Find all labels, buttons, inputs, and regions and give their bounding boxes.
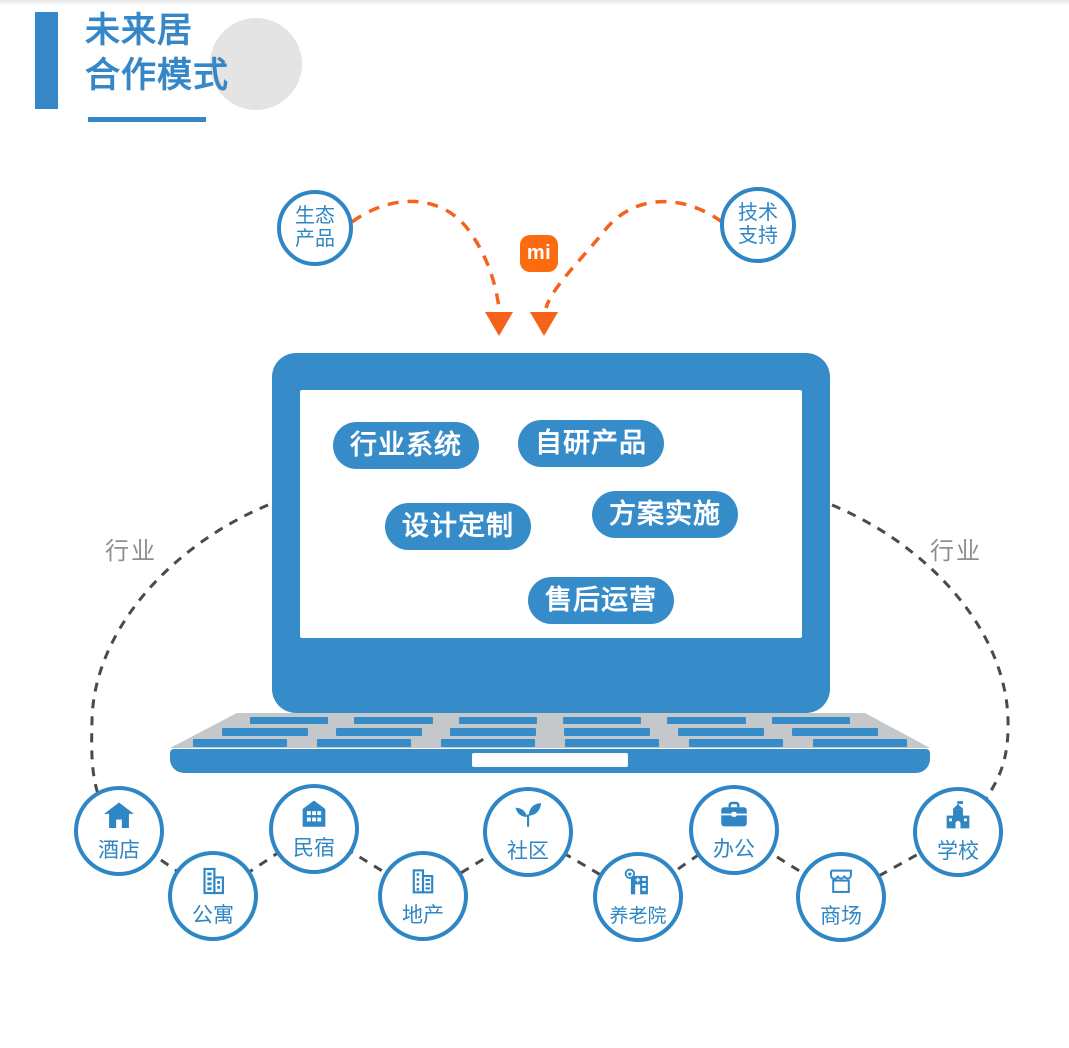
industry-label: 学校 xyxy=(937,839,979,863)
industry-label: 地产 xyxy=(402,903,444,927)
keyboard-row xyxy=(250,717,850,724)
industry-node-school: 学校 xyxy=(913,787,1003,877)
tech-support-node: 技术 支持 xyxy=(720,187,796,263)
tech-support-label-line2: 支持 xyxy=(738,225,778,247)
industry-node-office: 办公 xyxy=(689,785,779,875)
eco-products-node: 生态 产品 xyxy=(277,190,353,266)
industry-label: 民宿 xyxy=(293,836,335,860)
left-industry-label: 行业 xyxy=(105,538,157,565)
industry-node-guesthouse: 民宿 xyxy=(269,784,359,874)
capability-pill-after-sales-operation: 售后运营 xyxy=(528,577,674,624)
mall-storefront-icon xyxy=(830,869,852,893)
apartment-buildings-icon xyxy=(203,867,224,894)
industry-label: 商场 xyxy=(820,904,862,928)
laptop-base xyxy=(170,749,930,773)
xiaomi-mi-logo-icon: mi xyxy=(520,235,558,272)
top-edge-fade xyxy=(0,0,1069,6)
laptop-screen: 未来居 智能空间运营商 小米生态链企业 xyxy=(272,353,866,1026)
office-briefcase-icon xyxy=(721,801,747,826)
keyboard-key xyxy=(562,717,642,724)
laptop-keyboard-deck xyxy=(170,713,930,748)
keyboard-key xyxy=(222,728,308,736)
eco-products-arrow-arc xyxy=(350,199,501,309)
nursing-home-icon xyxy=(624,868,648,895)
page-title-line2: 合作模式 xyxy=(85,56,230,95)
industry-label: 公寓 xyxy=(192,903,234,927)
page-title-line1: 未来居 xyxy=(85,11,194,50)
keyboard-key xyxy=(689,739,783,747)
laptop-brand-block: 未来居 智能空间运营商 小米生态链企业 xyxy=(544,989,1069,1048)
tech-support-arrow-arc xyxy=(544,199,724,309)
industry-label: 社区 xyxy=(507,839,549,863)
capability-pill-solution-implementation: 方案实施 xyxy=(592,491,738,538)
keyboard-key xyxy=(771,717,850,724)
capability-pill-design-customization: 设计定制 xyxy=(385,503,531,550)
keyboard-key xyxy=(354,717,433,724)
tech-support-label-line1: 技术 xyxy=(738,202,778,224)
right-industry-label: 行业 xyxy=(930,538,982,565)
eco-products-label-line1: 生态 xyxy=(295,205,335,227)
capability-pill-self-developed-products: 自研产品 xyxy=(518,420,664,467)
keyboard-key xyxy=(441,739,535,747)
keyboard-key xyxy=(317,739,411,747)
real-estate-buildings-icon xyxy=(412,868,434,893)
industry-node-hotel: 酒店 xyxy=(74,786,164,876)
eco-products-label-line2: 产品 xyxy=(295,228,335,250)
industry-node-mall: 商场 xyxy=(796,852,886,942)
tech-support-arrowhead xyxy=(530,312,558,336)
industry-label: 养老院 xyxy=(609,906,667,927)
guesthouse-building-icon xyxy=(302,800,326,827)
title-underline xyxy=(88,117,206,122)
keyboard-key xyxy=(336,728,422,736)
title-accent-bar xyxy=(35,12,58,109)
keyboard-row xyxy=(193,739,907,747)
eco-products-arrowhead xyxy=(485,312,513,336)
brand-title: 未来居 xyxy=(776,996,870,1026)
keyboard-key xyxy=(250,717,329,724)
keyboard-key xyxy=(792,728,878,736)
industry-node-apartment: 公寓 xyxy=(168,851,258,941)
keyboard-key xyxy=(565,739,659,747)
keyboard-key xyxy=(678,728,764,736)
keyboard-row xyxy=(222,728,878,736)
industry-node-nursing-home: 养老院 xyxy=(593,852,683,942)
keyboard-key xyxy=(813,739,907,747)
xiaomi-mi-logo-text: mi xyxy=(526,242,552,264)
keyboard-key xyxy=(193,739,287,747)
keyboard-key xyxy=(450,728,536,736)
industry-label: 办公 xyxy=(713,837,755,861)
industry-node-real-estate: 地产 xyxy=(378,851,468,941)
keyboard-key xyxy=(667,717,746,724)
title-deco-circle xyxy=(210,18,302,110)
capability-pill-industry-system: 行业系统 xyxy=(333,422,479,469)
keyboard-key xyxy=(564,728,650,736)
industry-node-community: 社区 xyxy=(483,787,573,877)
keyboard-key xyxy=(458,717,537,724)
community-sprout-icon xyxy=(515,802,542,827)
industry-label: 酒店 xyxy=(98,838,140,862)
laptop-trackpad-notch xyxy=(472,753,628,767)
school-building-icon xyxy=(946,800,970,828)
hotel-house-icon xyxy=(104,802,134,828)
page-title: 未来居 合作模式 xyxy=(85,8,229,98)
